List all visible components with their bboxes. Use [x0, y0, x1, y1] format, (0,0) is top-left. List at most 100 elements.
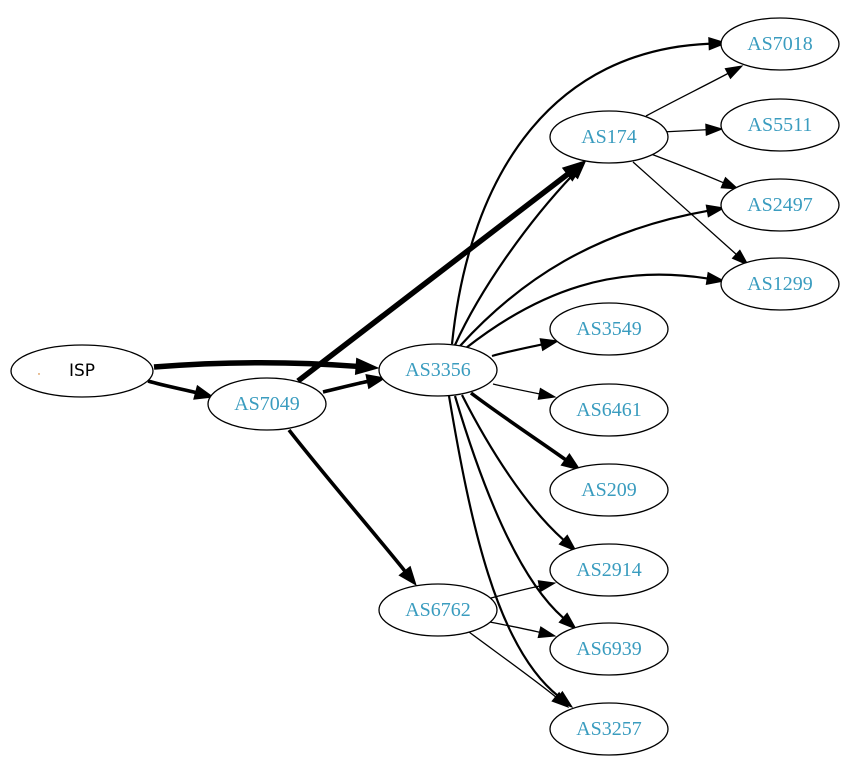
edge-line	[450, 42, 710, 345]
node-label: AS2497	[747, 194, 813, 216]
node-label: AS6939	[576, 638, 642, 660]
arrowhead-icon	[724, 65, 744, 80]
node-as6939[interactable]: AS6939	[549, 622, 669, 676]
node-label: AS5511	[748, 114, 813, 136]
node-ellipse[interactable]	[720, 98, 840, 152]
node-label: AS174	[581, 126, 637, 148]
node-label: ISP	[69, 361, 95, 381]
node-as3356[interactable]: AS3356	[378, 343, 498, 397]
node-as6461[interactable]: AS6461	[549, 383, 669, 437]
arrowhead-icon	[365, 374, 387, 390]
edge-line	[447, 395, 560, 698]
node-label: AS3356	[405, 359, 471, 381]
node-label: AS7018	[747, 33, 813, 55]
node-label: AS3257	[576, 718, 642, 740]
node-label: AS1299	[747, 273, 813, 295]
edge-isp-to-as3356	[153, 357, 380, 375]
edge-as174-to-as2497	[650, 153, 740, 190]
node-label: AS2914	[576, 559, 642, 581]
edge-line	[147, 379, 197, 395]
edge-line	[650, 153, 724, 184]
edge-line	[468, 631, 557, 698]
node-ellipse[interactable]	[378, 583, 498, 637]
edge-line	[287, 428, 407, 573]
node-label: AS7049	[234, 393, 300, 415]
node-ellipse[interactable]	[10, 344, 154, 398]
edge-line	[459, 209, 708, 347]
node-label: AS209	[581, 479, 637, 501]
edge-as174-to-as5511	[661, 123, 724, 136]
edge-as7049-to-as3356	[322, 374, 387, 394]
arrowhead-icon	[705, 271, 726, 285]
arrowhead-icon	[354, 357, 380, 375]
edge-as3356-to-as6461	[492, 383, 557, 400]
arrowhead-icon	[720, 176, 740, 190]
edge-as6762-to-as6939	[489, 621, 557, 639]
node-ellipse[interactable]	[720, 257, 840, 311]
arrowhead-icon	[558, 612, 578, 630]
arrowhead-icon	[705, 123, 724, 136]
node-ellipse[interactable]	[720, 17, 840, 71]
node-ellipse[interactable]	[378, 343, 498, 397]
edge-line	[465, 273, 708, 349]
node-as2497[interactable]: AS2497	[720, 178, 840, 232]
edge-line	[489, 621, 540, 633]
node-as7049[interactable]: AS7049	[207, 377, 327, 431]
edge-as3356-to-as209	[469, 391, 582, 471]
node-ellipse[interactable]	[549, 543, 669, 597]
marker-dot-icon	[38, 373, 40, 375]
node-ellipse[interactable]	[549, 110, 669, 164]
node-ellipse[interactable]	[549, 622, 669, 676]
edge-line	[645, 72, 729, 117]
edge-line	[661, 129, 707, 133]
edge-line	[453, 173, 575, 346]
node-ellipse[interactable]	[207, 377, 327, 431]
node-ellipse[interactable]	[720, 178, 840, 232]
node-ellipse[interactable]	[549, 302, 669, 356]
edge-line	[490, 585, 540, 599]
arrowhead-icon	[193, 384, 215, 400]
arrowhead-icon	[551, 691, 570, 708]
node-ellipse[interactable]	[549, 463, 669, 517]
node-as1299[interactable]: AS1299	[720, 257, 840, 311]
node-isp[interactable]: ISP	[10, 344, 154, 398]
arrowhead-icon	[398, 565, 417, 587]
edge-as3356-to-as7018	[450, 37, 728, 345]
edge-as3356-to-as3549	[491, 338, 560, 358]
edge-as3356-to-as2914	[461, 394, 578, 552]
arrowhead-icon	[558, 534, 578, 552]
node-as209[interactable]: AS209	[549, 463, 669, 517]
edge-line	[296, 172, 570, 384]
edge-line	[469, 391, 567, 462]
edge-line	[461, 394, 565, 541]
arrowhead-icon	[731, 249, 750, 267]
node-as7018[interactable]: AS7018	[720, 17, 840, 71]
node-as174[interactable]: AS174	[549, 110, 669, 164]
node-ellipse[interactable]	[549, 702, 669, 756]
edge-line	[492, 383, 540, 395]
node-label: AS6762	[405, 599, 471, 621]
node-label: AS6461	[576, 399, 642, 421]
node-as3549[interactable]: AS3549	[549, 302, 669, 356]
arrowhead-icon	[537, 387, 557, 400]
node-as6762[interactable]: AS6762	[378, 583, 498, 637]
edge-as174-to-as7018	[645, 65, 744, 117]
edge-line	[322, 379, 368, 394]
node-ellipse[interactable]	[549, 383, 669, 437]
edge-line	[491, 343, 542, 358]
arrowhead-icon	[537, 626, 557, 639]
edge-as3356-to-as3257	[447, 395, 574, 708]
edge-line	[632, 161, 737, 255]
node-as2914[interactable]: AS2914	[549, 543, 669, 597]
edge-isp-to-as7049	[147, 379, 215, 400]
arrowhead-icon	[539, 338, 560, 352]
edge-as3356-to-as2497	[459, 204, 726, 347]
node-as5511[interactable]: AS5511	[720, 98, 840, 152]
node-as3257[interactable]: AS3257	[549, 702, 669, 756]
node-label: AS3549	[576, 318, 642, 340]
arrowhead-icon	[705, 204, 726, 218]
arrowhead-icon	[708, 37, 728, 51]
edge-as174-to-as1299	[632, 161, 750, 267]
edge-as6762-to-as2914	[490, 580, 557, 599]
